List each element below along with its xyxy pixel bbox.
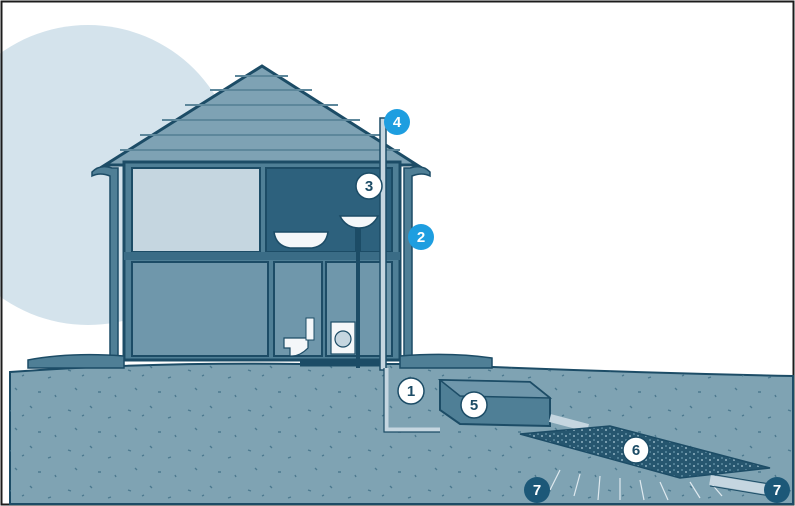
marker-7a: 7 — [524, 477, 550, 503]
marker-circle — [460, 391, 488, 419]
marker-label: 6 — [632, 442, 640, 459]
washing-machine-door — [334, 330, 352, 348]
marker-label: 7 — [773, 482, 781, 499]
marker-circle — [764, 477, 790, 503]
drain-pipe-outline — [383, 368, 440, 433]
marker-label: 4 — [393, 114, 402, 131]
marker-layer: 1 2 3 4 5 6 7 7 — [355, 109, 790, 503]
toilet — [283, 337, 309, 357]
marker-2: 2 — [408, 224, 434, 250]
marker-circle — [355, 172, 383, 200]
marker-label: 5 — [470, 397, 478, 414]
vent-stack — [379, 117, 387, 371]
marker-circle — [397, 377, 425, 405]
drainfield-seepage — [549, 469, 723, 501]
marker-3: 3 — [355, 172, 383, 200]
toilet-cistern — [305, 317, 315, 341]
marker-label: 3 — [365, 178, 373, 195]
floor-slab — [124, 252, 400, 260]
drainfield-pipe — [709, 475, 771, 495]
marker-7b: 7 — [764, 477, 790, 503]
marker-circle — [384, 109, 410, 135]
marker-label: 2 — [417, 229, 425, 246]
ground-texture — [10, 363, 793, 504]
marker-4: 4 — [384, 109, 410, 135]
bathtub — [273, 231, 329, 249]
marker-circle — [408, 224, 434, 250]
marker-5: 5 — [460, 391, 488, 419]
marker-1: 1 — [397, 377, 425, 405]
drainfield-pipe-outline — [709, 473, 771, 497]
marker-circle — [524, 477, 550, 503]
drain-pipe — [383, 368, 440, 433]
downstairs-left-room — [131, 261, 269, 357]
marker-label: 7 — [533, 482, 541, 499]
hedge-left — [27, 353, 125, 369]
upstairs-left-room — [131, 167, 261, 253]
marker-6: 6 — [622, 436, 650, 464]
outlet-pipe — [548, 414, 590, 432]
marker-label: 1 — [407, 383, 415, 400]
hedge-right — [399, 353, 493, 369]
marker-circle — [622, 436, 650, 464]
basin-pedestal — [355, 228, 361, 252]
gutter-right — [403, 165, 431, 361]
roof-shingles — [120, 75, 400, 151]
